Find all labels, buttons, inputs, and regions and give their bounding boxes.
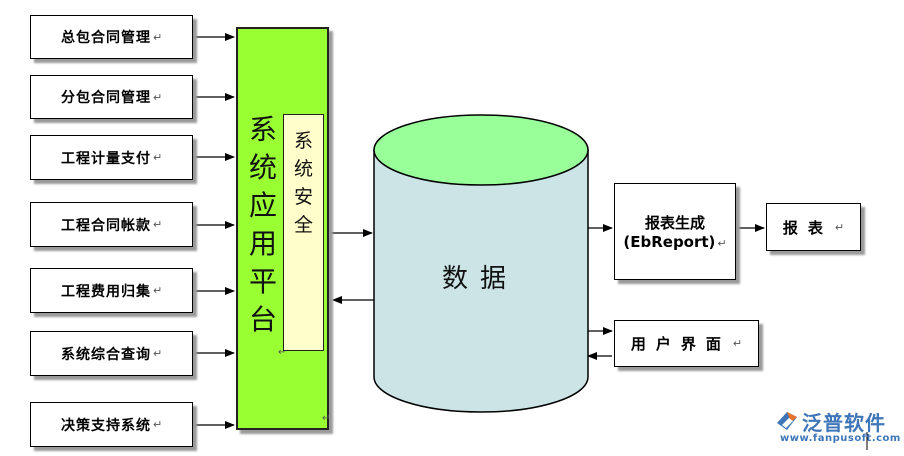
module-box-integrated-query[interactable]: 系统综合查询↵: [30, 331, 193, 376]
module-label: 总包合同管理: [61, 30, 151, 46]
paragraph-mark: ↵: [153, 218, 164, 231]
module-label: 工程计量支付: [61, 150, 151, 167]
database-cylinder: [373, 114, 589, 413]
module-arrows: [196, 33, 765, 429]
module-box-contract-general[interactable]: 总包合同管理↵: [30, 15, 193, 59]
user-interface-label: 用户界面: [630, 335, 731, 353]
logo-name: 泛普软件: [802, 411, 886, 435]
report-generator-subtitle-row: (EbReport)↵: [623, 233, 726, 251]
security-box: 系统安全: [283, 114, 324, 351]
paragraph-mark: ↵: [834, 220, 845, 234]
paragraph-mark: ↵: [732, 337, 743, 350]
module-label: 工程费用归集: [61, 283, 151, 300]
module-label: 分包合同管理: [61, 90, 151, 106]
module-label: 决策支持系统: [61, 417, 151, 434]
module-label: 系统综合查询: [61, 346, 151, 363]
user-interface-box[interactable]: 用户界面↵: [614, 320, 759, 367]
module-box-decision-support[interactable]: 决策支持系统↵: [30, 402, 193, 447]
paragraph-mark: ↵: [153, 30, 164, 44]
paragraph-mark: ↵: [717, 237, 727, 250]
brand-logo: 泛普软件 www.fanpusoft.com: [772, 407, 900, 453]
database-label: 数据: [441, 264, 518, 294]
logo-url: www.fanpusoft.com: [780, 433, 901, 444]
platform-box: 系统应用平台 ↵: [236, 27, 329, 430]
report-generator-title: 报表生成: [644, 214, 705, 232]
paragraph-mark: ↵: [153, 151, 164, 164]
paragraph-mark: ↵: [322, 413, 331, 424]
security-title: 系统安全: [294, 130, 314, 236]
paragraph-mark: ↵: [153, 418, 164, 431]
module-box-cost-collection[interactable]: 工程费用归集↵: [30, 268, 193, 313]
paragraph-mark: ↵: [153, 347, 164, 360]
report-label: 报表: [782, 218, 833, 237]
module-box-contract-sub[interactable]: 分包合同管理↵: [30, 75, 193, 119]
logo-emblem-icon: [777, 412, 797, 430]
module-box-contract-accounts[interactable]: 工程合同帐款↵: [30, 202, 193, 247]
paragraph-mark: ↵: [153, 90, 164, 104]
paragraph-mark: ↵: [278, 347, 287, 358]
report-generator-box[interactable]: 报表生成 (EbReport)↵: [614, 183, 736, 280]
report-generator-subtitle: (EbReport): [623, 233, 716, 251]
module-label: 工程合同帐款: [61, 217, 151, 234]
paragraph-mark: ↵: [153, 284, 164, 297]
report-box[interactable]: 报表↵: [766, 203, 861, 251]
platform-title: 系统应用平台: [248, 113, 277, 336]
module-box-measurement-payment[interactable]: 工程计量支付↵: [30, 135, 193, 180]
